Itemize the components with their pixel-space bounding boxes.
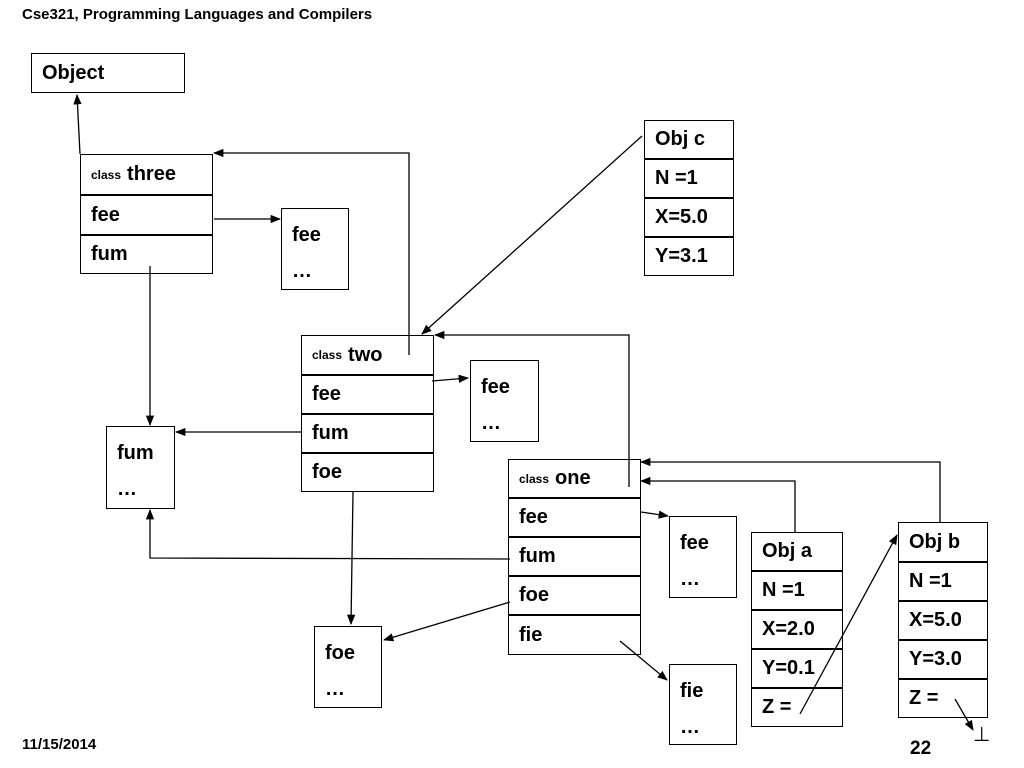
obj-a-field-y-label: Y=0.1 bbox=[762, 657, 815, 679]
arrow-objc-to-two bbox=[421, 135, 643, 335]
class-three-name: three bbox=[127, 163, 176, 185]
class-two-slot-fum: fum bbox=[301, 414, 434, 453]
obj-c-title-label: Obj c bbox=[655, 128, 706, 150]
arrow-one-fum-to-fum bbox=[145, 508, 511, 560]
arrow-objb-to-one bbox=[639, 457, 941, 522]
class-one-slot-foe-label: foe bbox=[519, 584, 549, 606]
arrow-one-fee-to-method bbox=[640, 510, 670, 519]
obj-c-field-y-label: Y=3.1 bbox=[655, 245, 708, 267]
obj-b-field-x: X=5.0 bbox=[898, 601, 988, 640]
obj-a-field-y: Y=0.1 bbox=[751, 649, 843, 688]
arrow-two-to-three bbox=[212, 148, 410, 355]
class-two-slot-fee: fee bbox=[301, 375, 434, 414]
obj-a-field-z-label: Z = bbox=[762, 696, 792, 718]
arrow-three-to-object bbox=[73, 93, 82, 155]
class-one-slot-fie-label: fie bbox=[519, 623, 543, 646]
obj-c-field-n-label: N =1 bbox=[655, 167, 698, 189]
obj-c-field-x-label: X=5.0 bbox=[655, 206, 708, 228]
method-two-fee-body: … bbox=[481, 412, 501, 434]
arrow-obja-to-one bbox=[639, 476, 796, 532]
class-one-slot-fee-label: fee bbox=[519, 506, 548, 528]
class-one-slot-fee: fee bbox=[508, 498, 641, 537]
class-three-slot-fum-label: fum bbox=[91, 243, 128, 265]
bottom-symbol: ⊥ bbox=[973, 724, 991, 746]
slide-header: Cse321, Programming Languages and Compil… bbox=[22, 6, 373, 23]
obj-a-field-x-label: X=2.0 bbox=[762, 618, 815, 640]
method-shared-fum: fum … bbox=[106, 426, 175, 509]
page-number: 22 bbox=[910, 738, 932, 759]
obj-a-field-x: X=2.0 bbox=[751, 610, 843, 649]
arrow-obja-z-to-objb bbox=[799, 534, 898, 715]
method-shared-foe: foe … bbox=[314, 626, 382, 708]
obj-b-title: Obj b bbox=[898, 522, 988, 562]
class-two-slot-fee-label: fee bbox=[312, 383, 341, 405]
class-two-slot-fum-label: fum bbox=[312, 422, 349, 444]
method-one-fee: fee … bbox=[669, 516, 737, 598]
obj-a-field-z: Z = bbox=[751, 688, 843, 727]
arrow-objb-z-to-bottom bbox=[954, 698, 974, 731]
obj-b-field-n-label: N =1 bbox=[909, 570, 952, 592]
footer-date: 11/15/2014 bbox=[22, 736, 97, 753]
method-shared-foe-name: foe bbox=[325, 642, 355, 664]
class-three-header: class three bbox=[80, 154, 213, 195]
obj-b-field-n: N =1 bbox=[898, 562, 988, 601]
obj-c-field-x: X=5.0 bbox=[644, 198, 734, 237]
obj-c-title: Obj c bbox=[644, 120, 734, 159]
obj-b-field-y: Y=3.0 bbox=[898, 640, 988, 679]
class-one-slot-foe: foe bbox=[508, 576, 641, 615]
method-shared-foe-body: … bbox=[325, 678, 345, 700]
class-one-prefix: class bbox=[519, 471, 550, 486]
class-two-name: two bbox=[348, 343, 383, 366]
class-one-slot-fum: fum bbox=[508, 537, 641, 576]
obj-b-title-label: Obj b bbox=[909, 530, 961, 553]
arrow-two-fee-to-method bbox=[431, 374, 470, 383]
object-label: Object bbox=[42, 61, 105, 84]
class-one-slot-fie: fie bbox=[508, 615, 641, 655]
obj-a-title: Obj a bbox=[751, 532, 843, 571]
class-two-slot-foe-label: foe bbox=[312, 461, 342, 483]
class-two-header: class two bbox=[301, 335, 434, 375]
class-three-slot-fee: fee bbox=[80, 195, 213, 235]
method-one-fee-body: … bbox=[680, 568, 700, 590]
class-one-name: one bbox=[555, 467, 591, 489]
method-three-fee-body: … bbox=[292, 260, 312, 282]
method-two-fee-name: fee bbox=[481, 376, 510, 398]
method-one-fee-name: fee bbox=[680, 532, 709, 554]
obj-b-field-z: Z = bbox=[898, 679, 988, 718]
obj-c-field-y: Y=3.1 bbox=[644, 237, 734, 276]
object-box: Object bbox=[31, 53, 185, 93]
class-two-slot-foe: foe bbox=[301, 453, 434, 492]
obj-a-field-n-label: N =1 bbox=[762, 579, 805, 601]
class-three-slot-fum: fum bbox=[80, 235, 213, 274]
method-one-fie: fie … bbox=[669, 664, 737, 745]
obj-b-field-x-label: X=5.0 bbox=[909, 609, 962, 631]
method-three-fee: fee … bbox=[281, 208, 349, 290]
class-one-slot-fum-label: fum bbox=[519, 545, 556, 567]
class-two-prefix: class bbox=[312, 348, 343, 362]
method-shared-fum-name: fum bbox=[117, 442, 154, 464]
obj-b-field-z-label: Z = bbox=[909, 687, 939, 709]
method-one-fie-name: fie bbox=[680, 680, 704, 702]
method-shared-fum-body: … bbox=[117, 478, 137, 500]
method-two-fee: fee … bbox=[470, 360, 539, 442]
arrow-one-to-two bbox=[433, 330, 630, 487]
obj-c-field-n: N =1 bbox=[644, 159, 734, 198]
class-three-prefix: class bbox=[91, 167, 122, 182]
class-three-slot-fee-label: fee bbox=[91, 203, 120, 226]
method-three-fee-name: fee bbox=[292, 224, 321, 246]
obj-a-title-label: Obj a bbox=[762, 540, 813, 562]
method-one-fie-body: … bbox=[680, 716, 700, 738]
class-one-header: class one bbox=[508, 459, 641, 498]
obj-a-field-n: N =1 bbox=[751, 571, 843, 610]
arrow-one-fie-to-method bbox=[619, 640, 668, 681]
arrow-one-foe-to-foe bbox=[383, 601, 511, 642]
obj-b-field-y-label: Y=3.0 bbox=[909, 648, 962, 670]
